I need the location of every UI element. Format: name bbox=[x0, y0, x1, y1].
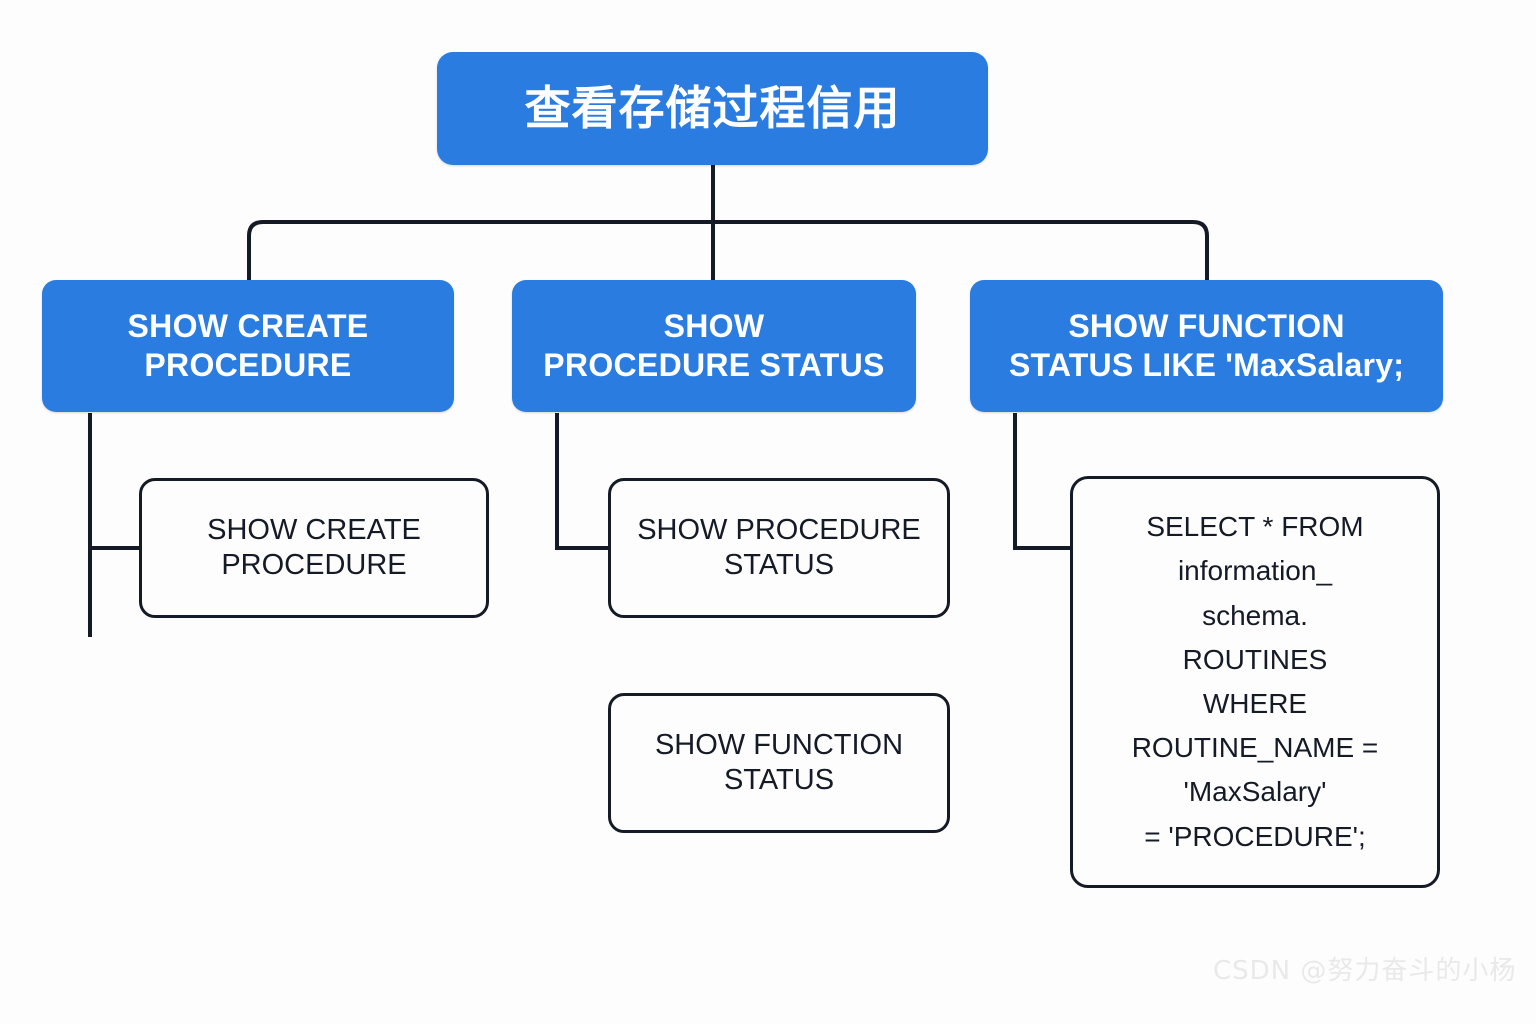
connector-branch-bus bbox=[247, 220, 1209, 280]
leaf-node-show-procedure-status[interactable]: SHOW PROCEDURE STATUS bbox=[608, 478, 950, 618]
branch-node-3-label: SHOW FUNCTION STATUS LIKE 'MaxSalary; bbox=[1008, 307, 1405, 383]
leaf-node-2-label: SHOW PROCEDURE STATUS bbox=[637, 513, 921, 581]
branch-node-show-procedure-status[interactable]: SHOW PROCEDURE STATUS bbox=[512, 280, 916, 412]
leaf-node-4-label: SELECT * FROM information_ schema. ROUTI… bbox=[1131, 511, 1379, 852]
leaf-node-show-create-procedure[interactable]: SHOW CREATE PROCEDURE bbox=[139, 478, 489, 618]
watermark-text: CSDN @努力奋斗的小杨 bbox=[1213, 956, 1517, 986]
root-node-label: 查看存储过程信用 bbox=[524, 82, 901, 135]
branch-node-show-create-procedure[interactable]: SHOW CREATE PROCEDURE bbox=[42, 280, 454, 412]
branch-node-show-function-status-like[interactable]: SHOW FUNCTION STATUS LIKE 'MaxSalary; bbox=[970, 280, 1443, 412]
leaf-node-show-function-status[interactable]: SHOW FUNCTION STATUS bbox=[608, 693, 950, 833]
leaf-node-1-label: SHOW CREATE PROCEDURE bbox=[207, 513, 421, 581]
leaf-node-3-label: SHOW FUNCTION STATUS bbox=[654, 728, 904, 796]
leaf-node-sql-query[interactable]: SELECT * FROM information_ schema. ROUTI… bbox=[1070, 476, 1440, 888]
connector-col3-elbow bbox=[1013, 413, 1070, 550]
branch-node-1-label: SHOW CREATE PROCEDURE bbox=[127, 307, 369, 383]
root-node-view-procedure-info[interactable]: 查看存储过程信用 bbox=[437, 52, 988, 165]
branch-node-2-label: SHOW PROCEDURE STATUS bbox=[543, 307, 885, 383]
connector-col2-elbow bbox=[555, 413, 608, 550]
